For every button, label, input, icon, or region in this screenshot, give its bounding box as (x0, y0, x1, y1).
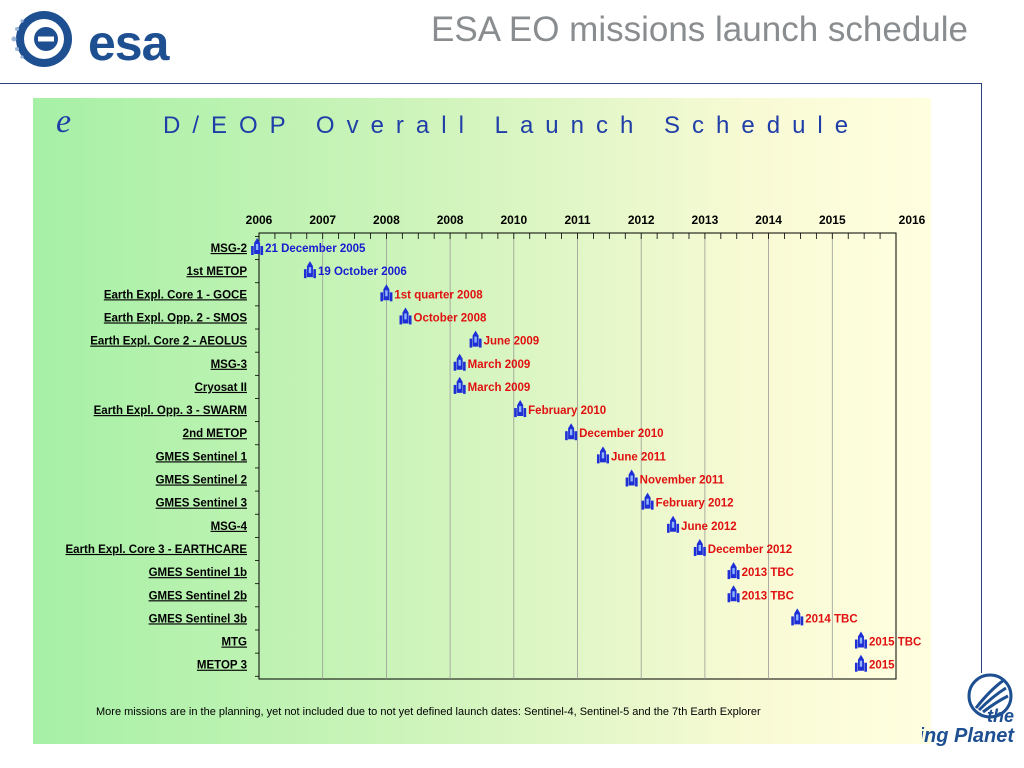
launch-date-label: November 2011 (640, 475, 725, 487)
mission-label: MSG-3 (211, 359, 247, 371)
launch-date-label: March 2009 (468, 359, 531, 371)
panel-logo-mark: e (56, 103, 72, 140)
launch-date-label: 2013 TBC (742, 567, 794, 579)
footnote: More missions are in the planning, yet n… (96, 706, 761, 718)
chart-panel: e D/EOP Overall Launch Schedule More mis… (33, 98, 931, 744)
rocket-icon (514, 400, 527, 418)
launch-date-label: February 2010 (528, 405, 606, 417)
launch-date-label: December 2012 (708, 544, 792, 556)
rocket-icon (854, 654, 867, 672)
rocket-icon (565, 423, 578, 441)
rocket-icon (854, 631, 867, 649)
rocket-icon (453, 376, 466, 394)
rocket-icon (667, 515, 680, 533)
header-divider (0, 83, 981, 84)
year-tick-label: 2012 (628, 213, 655, 227)
year-tick-label: 2015 (819, 213, 846, 227)
rocket-icon (791, 608, 804, 626)
launch-date-label: June 2012 (681, 521, 737, 533)
mission-label: Cryosat II (195, 382, 247, 394)
launch-date-label: 2013 TBC (742, 590, 794, 602)
chart-title: D/EOP Overall Launch Schedule (163, 112, 861, 139)
mission-label: GMES Sentinel 1b (149, 567, 247, 579)
launch-date-label: 21 December 2005 (265, 243, 366, 255)
mission-label: GMES Sentinel 1 (156, 451, 248, 463)
esa-globe-icon (11, 11, 72, 67)
rocket-icon (625, 469, 638, 487)
mission-label: GMES Sentinel 2b (149, 590, 247, 602)
rocket-icon (727, 562, 740, 580)
mission-label: Earth Expl. Core 1 - GOCE (104, 289, 247, 301)
mission-label: Earth Expl. Opp. 3 - SWARM (94, 405, 247, 417)
rocket-icon (469, 330, 482, 348)
mission-label: METOP 3 (197, 660, 247, 672)
mission-label: Earth Expl. Opp. 2 - SMOS (104, 312, 247, 324)
launch-date-label: 2015 (869, 660, 895, 672)
svg-text:Living Planet: Living Planet (922, 725, 1015, 747)
rocket-icon (693, 538, 706, 556)
launch-date-label: December 2010 (579, 428, 663, 440)
year-tick-label: 2014 (755, 213, 782, 227)
living-planet-badge: the Living Planet (922, 670, 1024, 768)
rocket-icon (399, 307, 412, 325)
mission-label: Earth Expl. Core 2 - AEOLUS (90, 336, 247, 348)
year-tick-label: 2016 (899, 213, 926, 227)
year-tick-label: 2007 (309, 213, 336, 227)
mission-label: MSG-4 (211, 521, 248, 533)
launch-date-label: October 2008 (414, 312, 487, 324)
rocket-icon (303, 261, 316, 279)
rocket-icon (453, 353, 466, 371)
mission-label: 2nd METOP (183, 428, 248, 440)
mission-label: GMES Sentinel 2 (156, 475, 247, 487)
rocket-icon (727, 585, 740, 603)
launch-date-label: March 2009 (468, 382, 531, 394)
mission-label: 1st METOP (187, 266, 248, 278)
slide-title: ESA EO missions launch schedule (431, 10, 968, 49)
rocket-icon (380, 284, 393, 302)
logo-wordmark: esa (88, 15, 169, 71)
right-divider (981, 83, 982, 673)
launch-date-label: 1st quarter 2008 (394, 289, 483, 301)
year-tick-label: 2008 (437, 213, 464, 227)
mission-label: MSG-2 (211, 243, 247, 255)
year-tick-label: 2013 (692, 213, 719, 227)
year-tick-label: 2008 (373, 213, 400, 227)
living-planet-emblem-icon (967, 673, 1013, 719)
mission-label: GMES Sentinel 3b (149, 613, 247, 625)
svg-text:the: the (987, 706, 1014, 726)
launch-date-label: June 2009 (484, 336, 540, 348)
launch-date-label: 2015 TBC (869, 637, 921, 649)
mission-label: GMES Sentinel 3 (156, 498, 247, 510)
rocket-icon (641, 492, 654, 510)
year-tick-label: 2010 (500, 213, 527, 227)
launch-date-label: June 2011 (611, 451, 667, 463)
launch-date-label: 19 October 2006 (318, 266, 407, 278)
year-tick-label: 2011 (564, 213, 590, 227)
rocket-icon (596, 446, 609, 464)
rocket-icon (251, 238, 264, 255)
launch-date-label: February 2012 (656, 498, 734, 510)
launch-date-label: 2014 TBC (805, 613, 857, 625)
esa-logo[interactable]: esa (8, 8, 193, 68)
mission-label: Earth Expl. Core 3 - EARTHCARE (66, 544, 248, 556)
mission-label: MTG (221, 637, 247, 649)
year-tick-label: 2006 (246, 213, 273, 227)
